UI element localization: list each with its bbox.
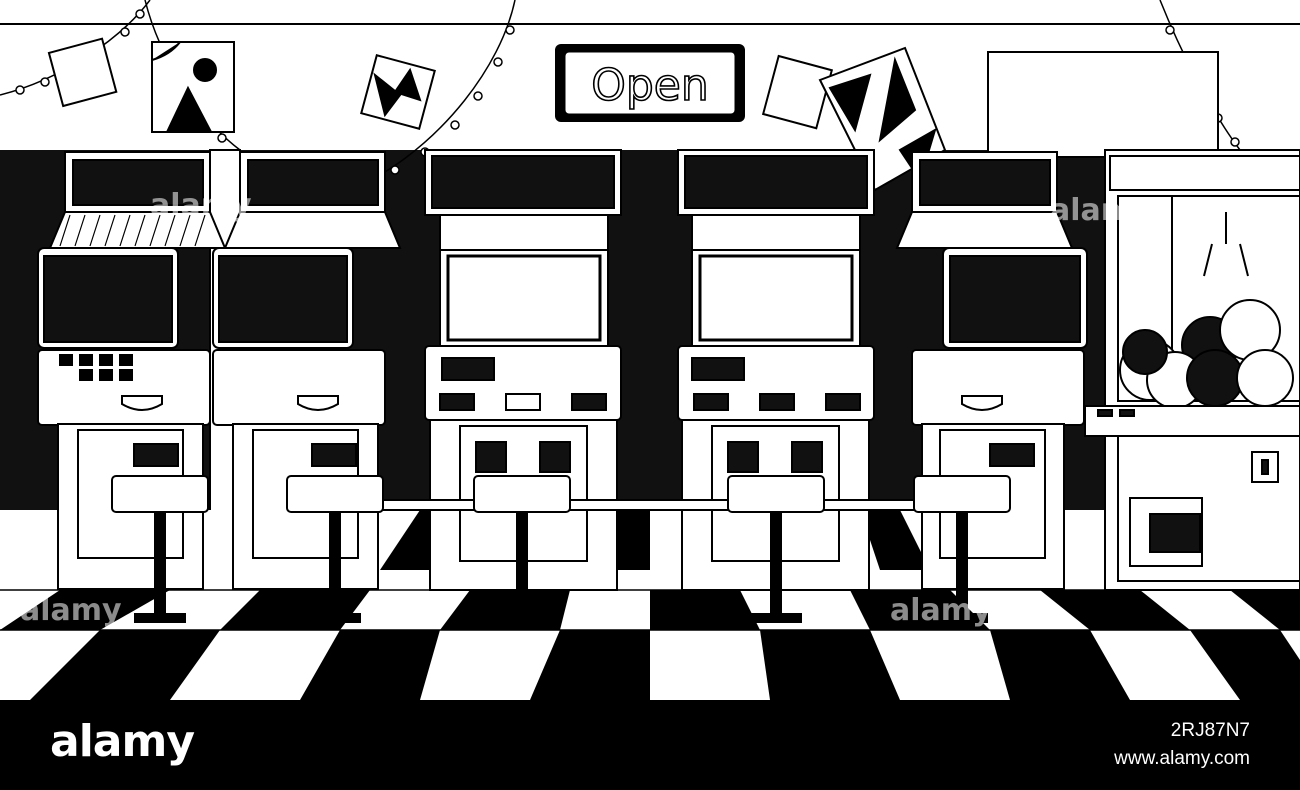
arcade-cabinet-2 xyxy=(212,151,402,590)
image-id: 2RJ87N7 xyxy=(1170,720,1250,741)
watermarks: alamy alamy alamy alamy xyxy=(20,188,1152,628)
open-sign-text: Open xyxy=(591,60,709,111)
svg-text:alamy: alamy xyxy=(890,593,992,628)
arcade-cabinet-5 xyxy=(895,151,1088,590)
checkered-floor xyxy=(0,510,1300,700)
alamy-logo[interactable]: alamy xyxy=(50,716,195,767)
claw-machine xyxy=(1084,149,1300,591)
arcade-scene: Open xyxy=(0,0,1300,700)
svg-text:alamy: alamy xyxy=(20,593,122,628)
stock-footer: alamy 2RJ87N7 www.alamy.com xyxy=(0,700,1300,790)
bar-stools xyxy=(111,475,1011,623)
site-url[interactable]: www.alamy.com xyxy=(1114,748,1250,769)
svg-text:alamy: alamy xyxy=(150,188,252,223)
open-sign: Open xyxy=(555,44,745,122)
svg-text:alamy: alamy xyxy=(1050,193,1152,228)
